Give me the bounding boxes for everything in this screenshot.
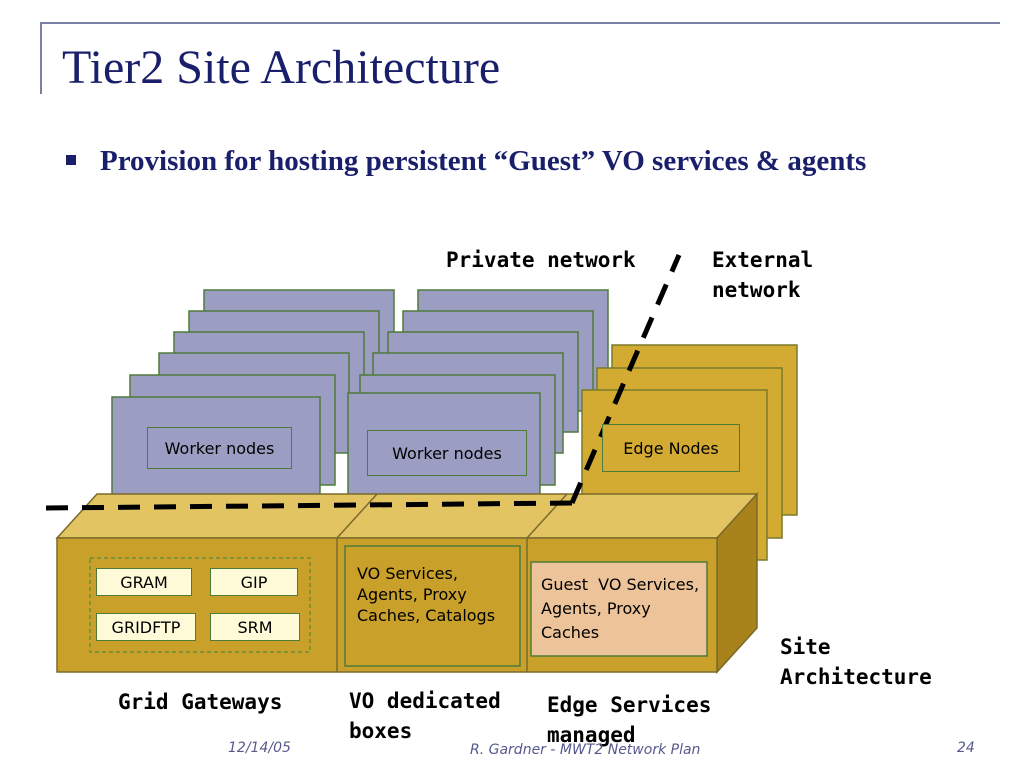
- gip-box: GIP: [210, 568, 298, 596]
- gram-box: GRAM: [96, 568, 192, 596]
- vo-services-box: [344, 545, 521, 667]
- slide-frame-top-rule: [40, 22, 1000, 24]
- footer-author: R. Gardner - MWT2 Network Plan: [470, 742, 701, 758]
- external-network-label: External network: [712, 248, 814, 302]
- gip-label: GIP: [240, 572, 268, 592]
- bullet-text: Provision for hosting persistent “Guest”…: [100, 145, 867, 177]
- gridftp-label: GRIDFTP: [111, 617, 181, 637]
- guest-vo-label: Guest VO Services, Agents, Proxy Caches: [541, 575, 705, 642]
- external-network-boundary-line: [569, 254, 682, 504]
- edge-services-label: Edge Services managed: [547, 693, 712, 747]
- srm-box: SRM: [210, 613, 300, 641]
- site-architecture-label: Site Architecture: [780, 635, 932, 689]
- vo-dedicated-label: VO dedicated boxes: [349, 689, 501, 743]
- bullet-square-icon: [66, 155, 76, 165]
- gridftp-box: GRIDFTP: [96, 613, 196, 641]
- platform-top-face: [55, 493, 759, 539]
- worker-nodes-label: Worker nodes: [164, 438, 275, 458]
- grid-gateways-label: Grid Gateways: [118, 690, 283, 714]
- worker-nodes-label: Worker nodes: [392, 443, 502, 463]
- slide-title: Tier2 Site Architecture: [62, 41, 501, 94]
- edge-nodes-label: Edge Nodes: [623, 438, 719, 458]
- platform-divider-left-top: [336, 493, 378, 539]
- worker-nodes-label-box: Worker nodes: [367, 430, 527, 476]
- footer-date: 12/14/05: [228, 740, 291, 756]
- edge-nodes-label-box: Edge Nodes: [602, 424, 740, 472]
- footer-page-number: 24: [957, 740, 975, 756]
- private-network-boundary-line: [45, 500, 573, 511]
- srm-label: SRM: [237, 617, 273, 637]
- private-network-label: Private network: [446, 248, 636, 272]
- vo-services-label: VO Services, Agents, Proxy Caches, Catal…: [357, 564, 496, 625]
- slide-frame-left-rule: [40, 22, 42, 94]
- worker-nodes-label-box: Worker nodes: [147, 427, 292, 469]
- gram-label: GRAM: [120, 572, 168, 592]
- gateway-dashed-group: [89, 557, 311, 653]
- guest-vo-box: [530, 561, 708, 657]
